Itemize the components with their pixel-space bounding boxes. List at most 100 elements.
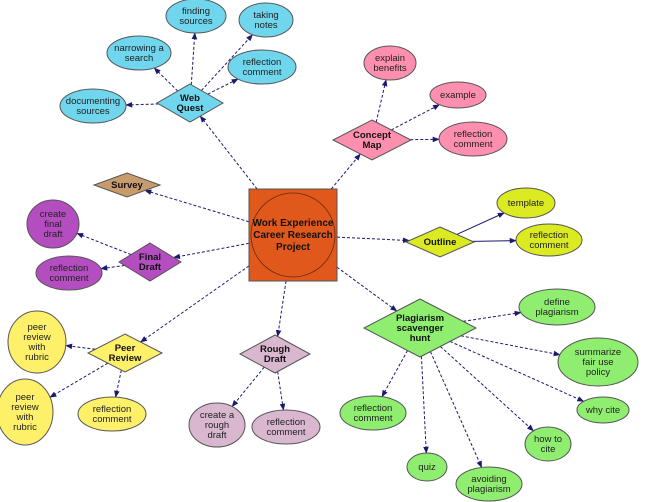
node-survey: Survey [92,172,162,198]
node-label-peer2-1: review [11,402,39,413]
node-label-finding-1: sources [179,16,213,27]
node-label-peer2-3: rubric [13,422,37,433]
node-shape-webquest [155,83,225,123]
node-label-ol_reflection-0: reflection [530,230,569,241]
node-shape-finaldraft [118,242,182,282]
node-shape-summarize [557,337,639,387]
node-label-pl_reflection-1: comment [353,413,392,424]
edge-webquest-taking [201,34,253,91]
node-label-example-0: example [440,90,476,101]
node-label-fd_reflection-0: reflection [50,263,89,274]
node-label-howcite-1: cite [541,444,556,455]
node-label-create_rough-0: create a [200,410,235,421]
node-label-documenting-0: documenting [66,96,120,107]
node-shape-create_rough [188,402,246,448]
node-label-plagiarism-1: scavenger [396,323,443,334]
node-shape-whycite [576,396,630,424]
edge-finaldraft-fd_reflection [100,264,125,271]
edge-center-survey [144,189,250,223]
node-label-taking-0: taking [253,10,278,21]
node-shape-define [518,288,596,326]
edge-peerreview-peer1 [65,343,96,350]
node-shape-conceptmap [331,119,413,161]
node-label-whycite-0: why cite [585,405,620,416]
node-label-summarize-0: summarize [575,347,621,358]
node-label-create_rough-2: draft [207,430,226,441]
node-shape-quiz [406,452,448,482]
edge-plagiarism-avoiding [429,351,483,469]
node-label-quiz-0: quiz [418,462,436,473]
node-label-create_final-0: create [40,209,66,220]
node-label-cm_reflection-1: comment [453,139,492,150]
edge-outline-template [456,212,505,235]
node-label-roughdraft-1: Draft [264,354,287,365]
node-shape-wq_reflection [227,49,297,85]
node-label-cm_reflection-0: reflection [454,129,493,140]
edge-center-finaldraft [173,242,250,260]
node-label-finaldraft-0: Final [139,252,161,263]
node-label-rd_reflection-1: comment [266,427,305,438]
node-shape-template [496,187,556,219]
node-label-wq_reflection-1: comment [242,67,281,78]
edge-webquest-finding [190,32,198,85]
node-label-plagiarism-2: hunt [410,333,431,344]
node-label-peer1-1: review [23,332,51,343]
edge-roughdraft-create_rough [231,366,265,408]
node-label-fd_reflection-1: comment [49,273,88,284]
node-shape-peer2 [0,378,54,446]
node-label-peer1-3: rubric [25,352,49,363]
edge-webquest-narrowing [153,67,179,92]
node-example: example [429,81,487,109]
node-label-create_final-1: final [44,219,61,230]
node-label-peerreview-0: Peer [115,343,136,354]
node-label-outline-0: Outline [424,237,457,248]
node-label-pr_reflection-0: reflection [93,404,132,415]
node-shape-pr_reflection [77,396,147,432]
node-label-documenting-1: sources [76,106,110,117]
node-label-webquest-1: Quest [177,103,205,114]
center-circle [250,192,336,278]
node-label-rd_reflection-0: reflection [267,417,306,428]
edge-center-peerreview [140,265,250,343]
edge-plagiarism-howcite [440,346,534,432]
edge-peerreview-peer2 [49,362,109,398]
node-label-explain-1: benefits [373,63,407,74]
node-outline: Outline [404,226,476,258]
node-label-explain-0: explain [375,53,405,64]
node-label-peer1-0: peer [27,322,46,333]
node-label-center-2: Project [276,242,311,253]
node-shape-create_final [26,199,80,249]
node-label-define-0: define [544,297,570,308]
node-shape-pl_reflection [339,395,407,431]
node-label-define-1: plagiarism [535,307,578,318]
node-label-conceptmap-1: Map [363,140,382,151]
node-shape-peerreview [86,333,164,373]
node-whycite: why cite [576,396,630,424]
node-label-summarize-2: policy [586,367,611,378]
node-shape-finding [165,0,227,34]
node-label-create_final-2: draft [43,229,62,240]
node-shape-outline [404,226,476,258]
edge-plagiarism-pl_reflection [381,350,408,398]
node-label-template-0: template [508,198,544,209]
node-label-narrowing-0: narrowing a [114,43,164,54]
node-label-pr_reflection-1: comment [92,414,131,425]
node-shape-narrowing [106,35,172,71]
node-label-narrowing-1: search [125,53,154,64]
